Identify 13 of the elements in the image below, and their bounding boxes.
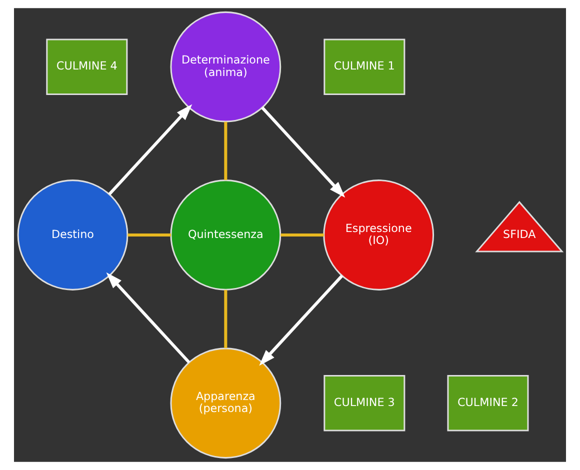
node-box: CULMINE 4 [46, 38, 128, 95]
node-box: CULMINE 1 [324, 38, 406, 95]
arrow [261, 106, 346, 198]
node-box: CULMINE 3 [324, 375, 406, 432]
connector [280, 233, 324, 237]
arrow [108, 104, 192, 196]
arrow [106, 272, 190, 364]
connector [128, 233, 171, 237]
connector [224, 290, 228, 348]
arrow [259, 274, 344, 366]
connector [224, 122, 228, 180]
node-circle: Quintessenza [170, 180, 282, 290]
node-box: CULMINE 2 [447, 375, 529, 432]
